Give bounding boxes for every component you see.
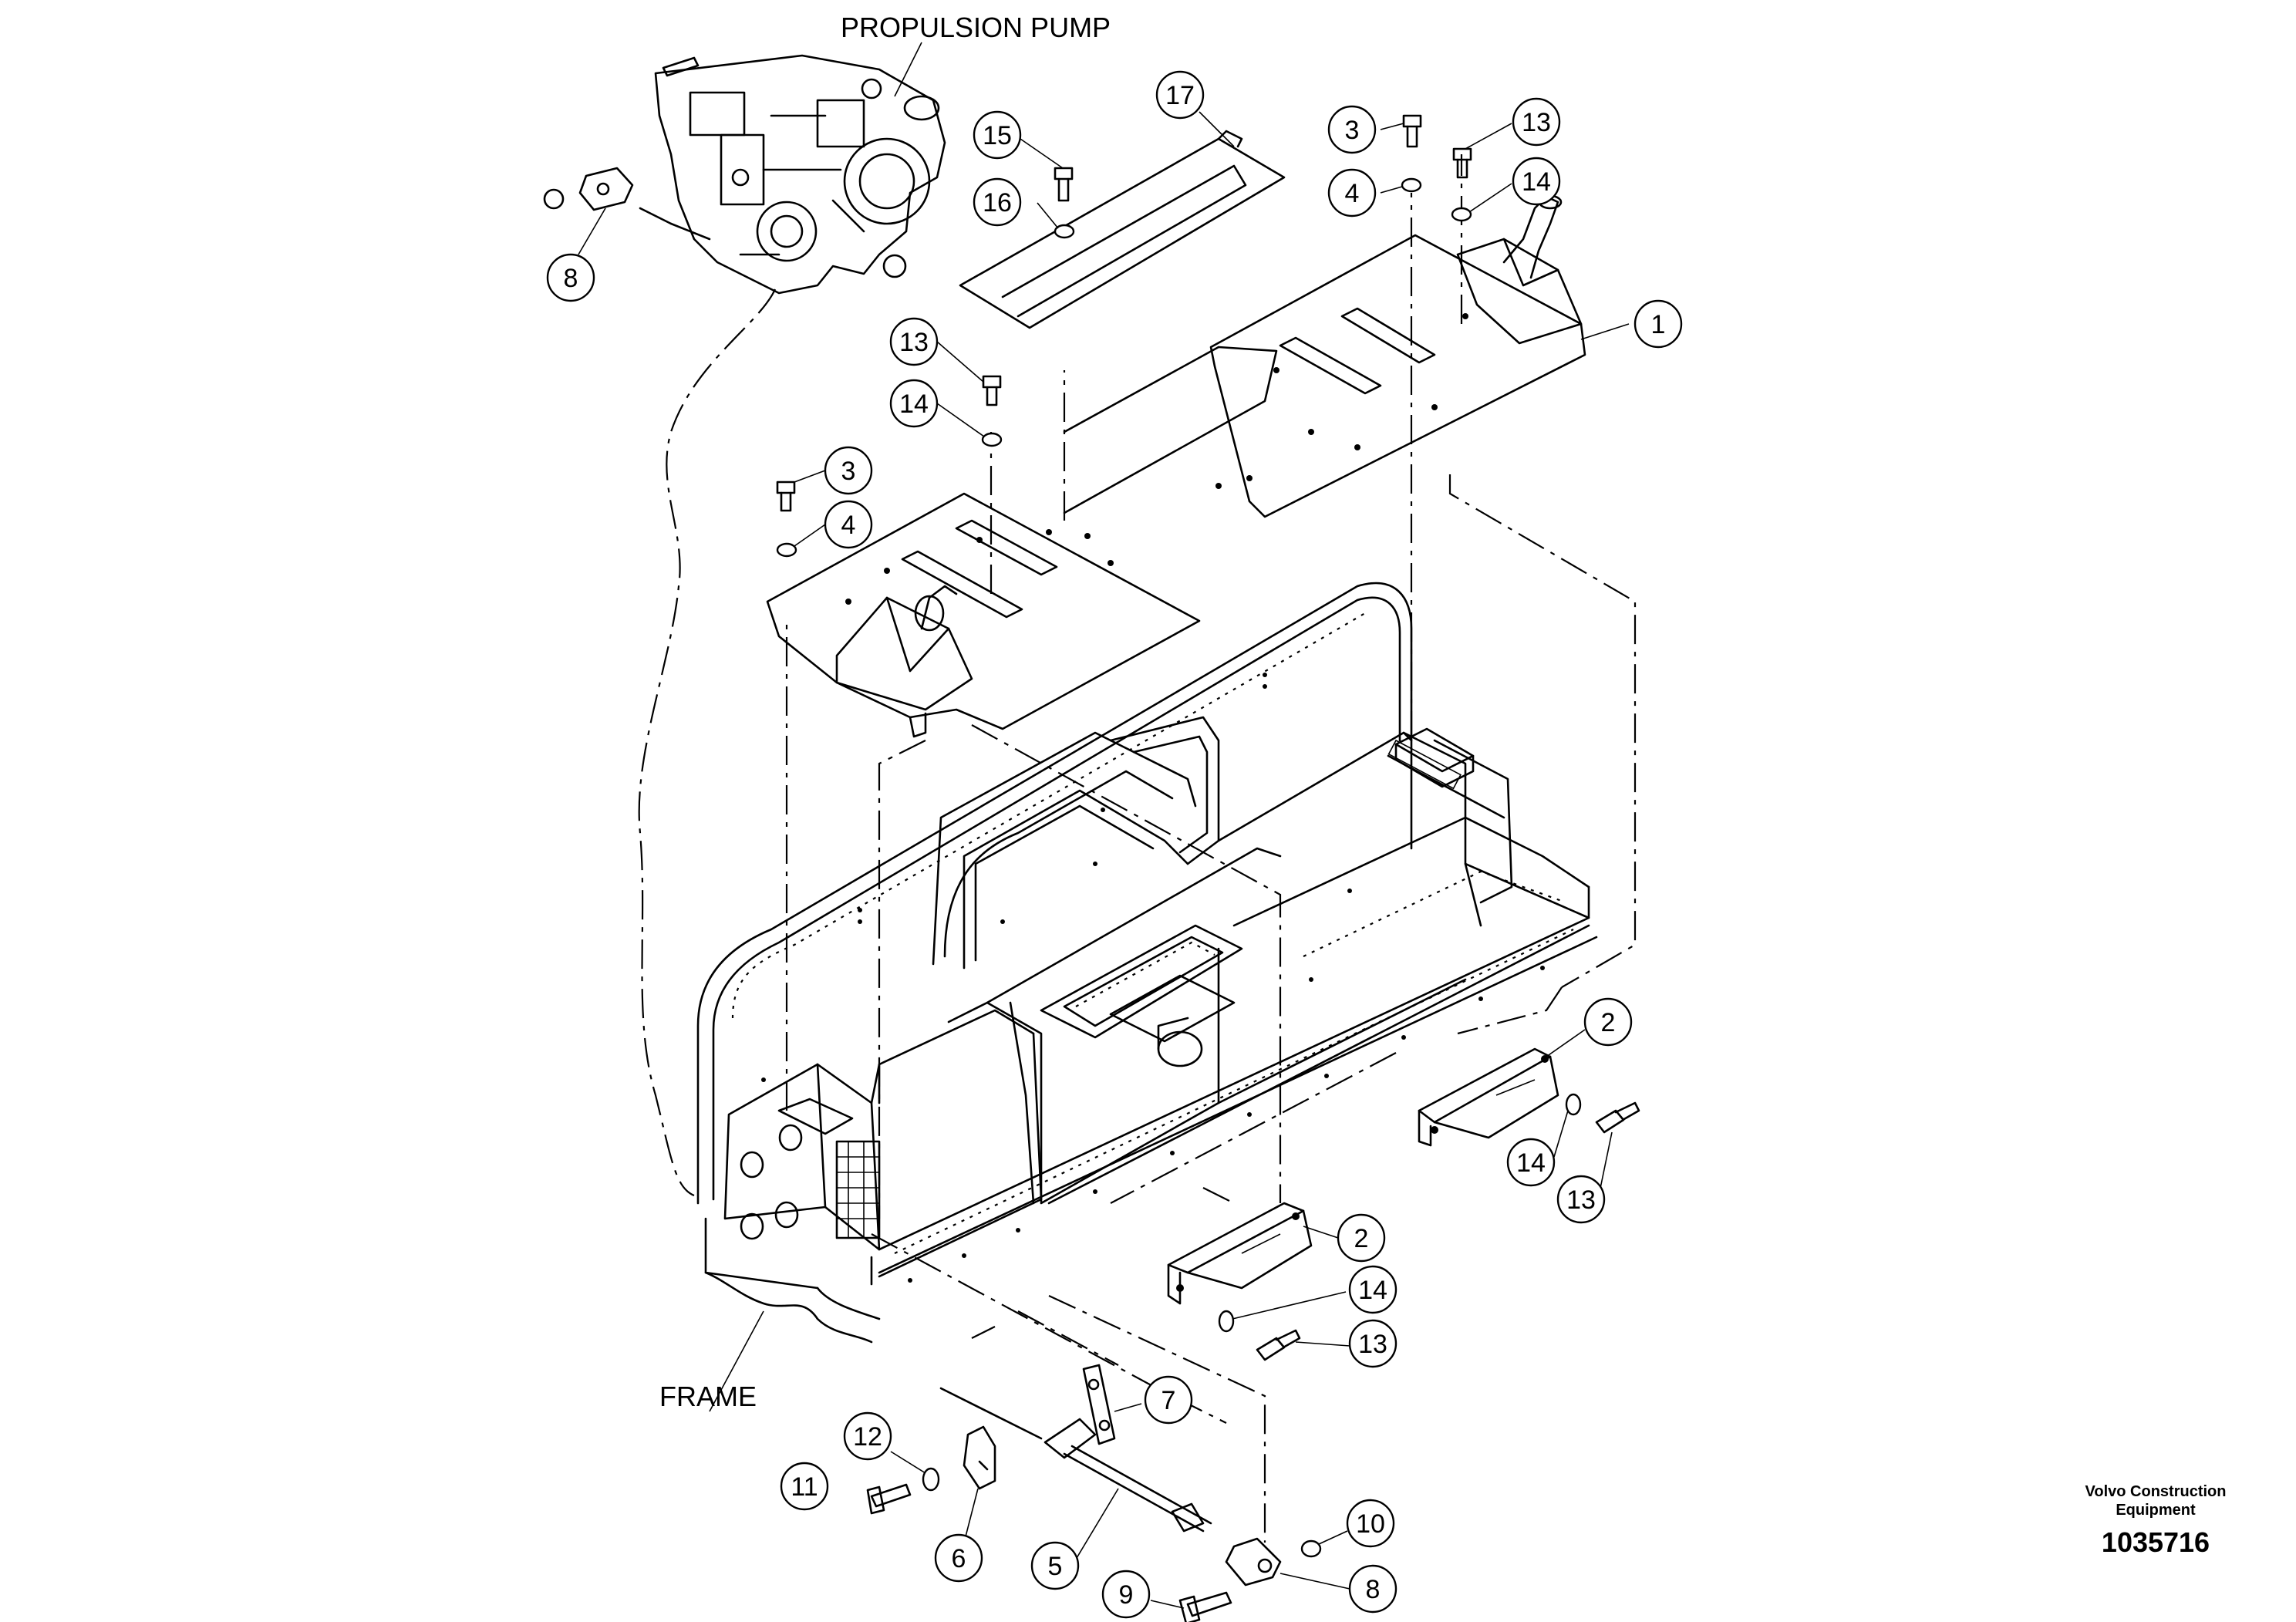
svg-text:8: 8 — [564, 264, 578, 293]
callout-14-center: 14 — [1348, 1265, 1397, 1314]
callout-9: 9 — [1101, 1570, 1151, 1619]
machine-frame — [696, 582, 1598, 1344]
callout-4-top: 4 — [1327, 168, 1377, 218]
svg-text:8: 8 — [1366, 1575, 1381, 1604]
callout-8-bottom: 8 — [1348, 1564, 1397, 1614]
svg-text:14: 14 — [1358, 1276, 1387, 1305]
callout-3-left: 3 — [824, 446, 873, 495]
bolt-15 — [1054, 167, 1074, 202]
svg-text:13: 13 — [1522, 108, 1551, 137]
washer-4-top — [1401, 177, 1422, 193]
washer-4-left — [776, 542, 797, 558]
bolt-13-top — [1452, 147, 1472, 179]
svg-text:12: 12 — [853, 1422, 882, 1452]
svg-text:9: 9 — [1119, 1580, 1134, 1610]
callout-16: 16 — [973, 177, 1022, 227]
bolt-13-center — [1256, 1329, 1301, 1361]
callout-13-top: 13 — [1512, 97, 1561, 147]
brand-line-2: Equipment — [2116, 1502, 2196, 1519]
cable-route-line — [638, 288, 777, 1197]
svg-text:7: 7 — [1161, 1386, 1176, 1415]
svg-text:17: 17 — [1165, 81, 1195, 110]
callout-17: 17 — [1155, 70, 1205, 120]
svg-text:16: 16 — [983, 188, 1012, 218]
callout-2-right: 2 — [1583, 997, 1633, 1047]
brand-line-1: Volvo Construction — [2085, 1483, 2227, 1500]
bracket-2-right — [1418, 1047, 1559, 1147]
floor-plate-right — [1063, 194, 1586, 518]
washer-14-right — [1565, 1093, 1582, 1116]
callout-6: 6 — [934, 1533, 983, 1583]
callouts: 17 15 16 3 4 13 14 1 8 13 14 3 4 2 14 13… — [546, 42, 1683, 1619]
callout-12: 12 — [843, 1411, 892, 1461]
callout-5: 5 — [1030, 1541, 1080, 1590]
svg-text:14: 14 — [1516, 1148, 1546, 1178]
svg-text:5: 5 — [1048, 1552, 1063, 1581]
fasteners — [776, 114, 1640, 1361]
callout-2-center: 2 — [1337, 1213, 1386, 1263]
bolt-3-left — [776, 481, 796, 512]
svg-text:10: 10 — [1356, 1509, 1385, 1539]
washer-14-top — [1451, 207, 1472, 222]
callout-4-left: 4 — [824, 500, 873, 549]
callout-7: 7 — [1144, 1375, 1193, 1425]
callout-8-top: 8 — [546, 253, 595, 302]
callout-11: 11 — [780, 1462, 829, 1511]
svg-text:11: 11 — [791, 1472, 818, 1502]
svg-text:6: 6 — [952, 1544, 966, 1573]
bolt-3-top — [1402, 114, 1422, 148]
svg-text:13: 13 — [1566, 1185, 1596, 1215]
callout-13-mid: 13 — [889, 317, 939, 366]
cable-assembly — [866, 1364, 1322, 1622]
washer-14-center — [1218, 1310, 1235, 1333]
svg-text:3: 3 — [841, 457, 856, 486]
svg-text:4: 4 — [1345, 179, 1360, 208]
svg-text:1: 1 — [1651, 310, 1666, 339]
callout-3-top: 3 — [1327, 105, 1377, 154]
propulsion-pump-label: PROPULSION PUMP — [841, 12, 1111, 43]
bracket-2-center — [1167, 1202, 1313, 1305]
document-number: 1035716 — [2102, 1526, 2210, 1558]
svg-text:14: 14 — [1522, 167, 1551, 197]
svg-text:13: 13 — [899, 328, 929, 357]
callout-1: 1 — [1633, 299, 1683, 349]
callout-13-right: 13 — [1556, 1175, 1606, 1224]
callout-13-center: 13 — [1348, 1319, 1397, 1368]
svg-text:14: 14 — [899, 389, 929, 419]
washer-16 — [1054, 224, 1075, 239]
tray — [959, 130, 1286, 329]
svg-text:2: 2 — [1354, 1224, 1369, 1253]
callout-14-right: 14 — [1506, 1138, 1556, 1187]
bolt-13-right — [1595, 1101, 1640, 1134]
callout-14-mid: 14 — [889, 379, 939, 428]
svg-text:13: 13 — [1358, 1330, 1387, 1359]
propulsion-pump — [543, 54, 946, 295]
callout-14-top: 14 — [1512, 157, 1561, 206]
floor-plate-left — [766, 492, 1201, 738]
svg-text:4: 4 — [841, 511, 856, 540]
svg-text:15: 15 — [983, 121, 1012, 150]
callout-10: 10 — [1346, 1499, 1395, 1548]
frame-label: FRAME — [659, 1381, 757, 1412]
washer-14-mid — [981, 432, 1003, 447]
svg-text:2: 2 — [1601, 1008, 1616, 1037]
callout-15: 15 — [973, 110, 1022, 160]
bolt-13-mid — [982, 375, 1002, 406]
svg-text:3: 3 — [1345, 116, 1360, 145]
